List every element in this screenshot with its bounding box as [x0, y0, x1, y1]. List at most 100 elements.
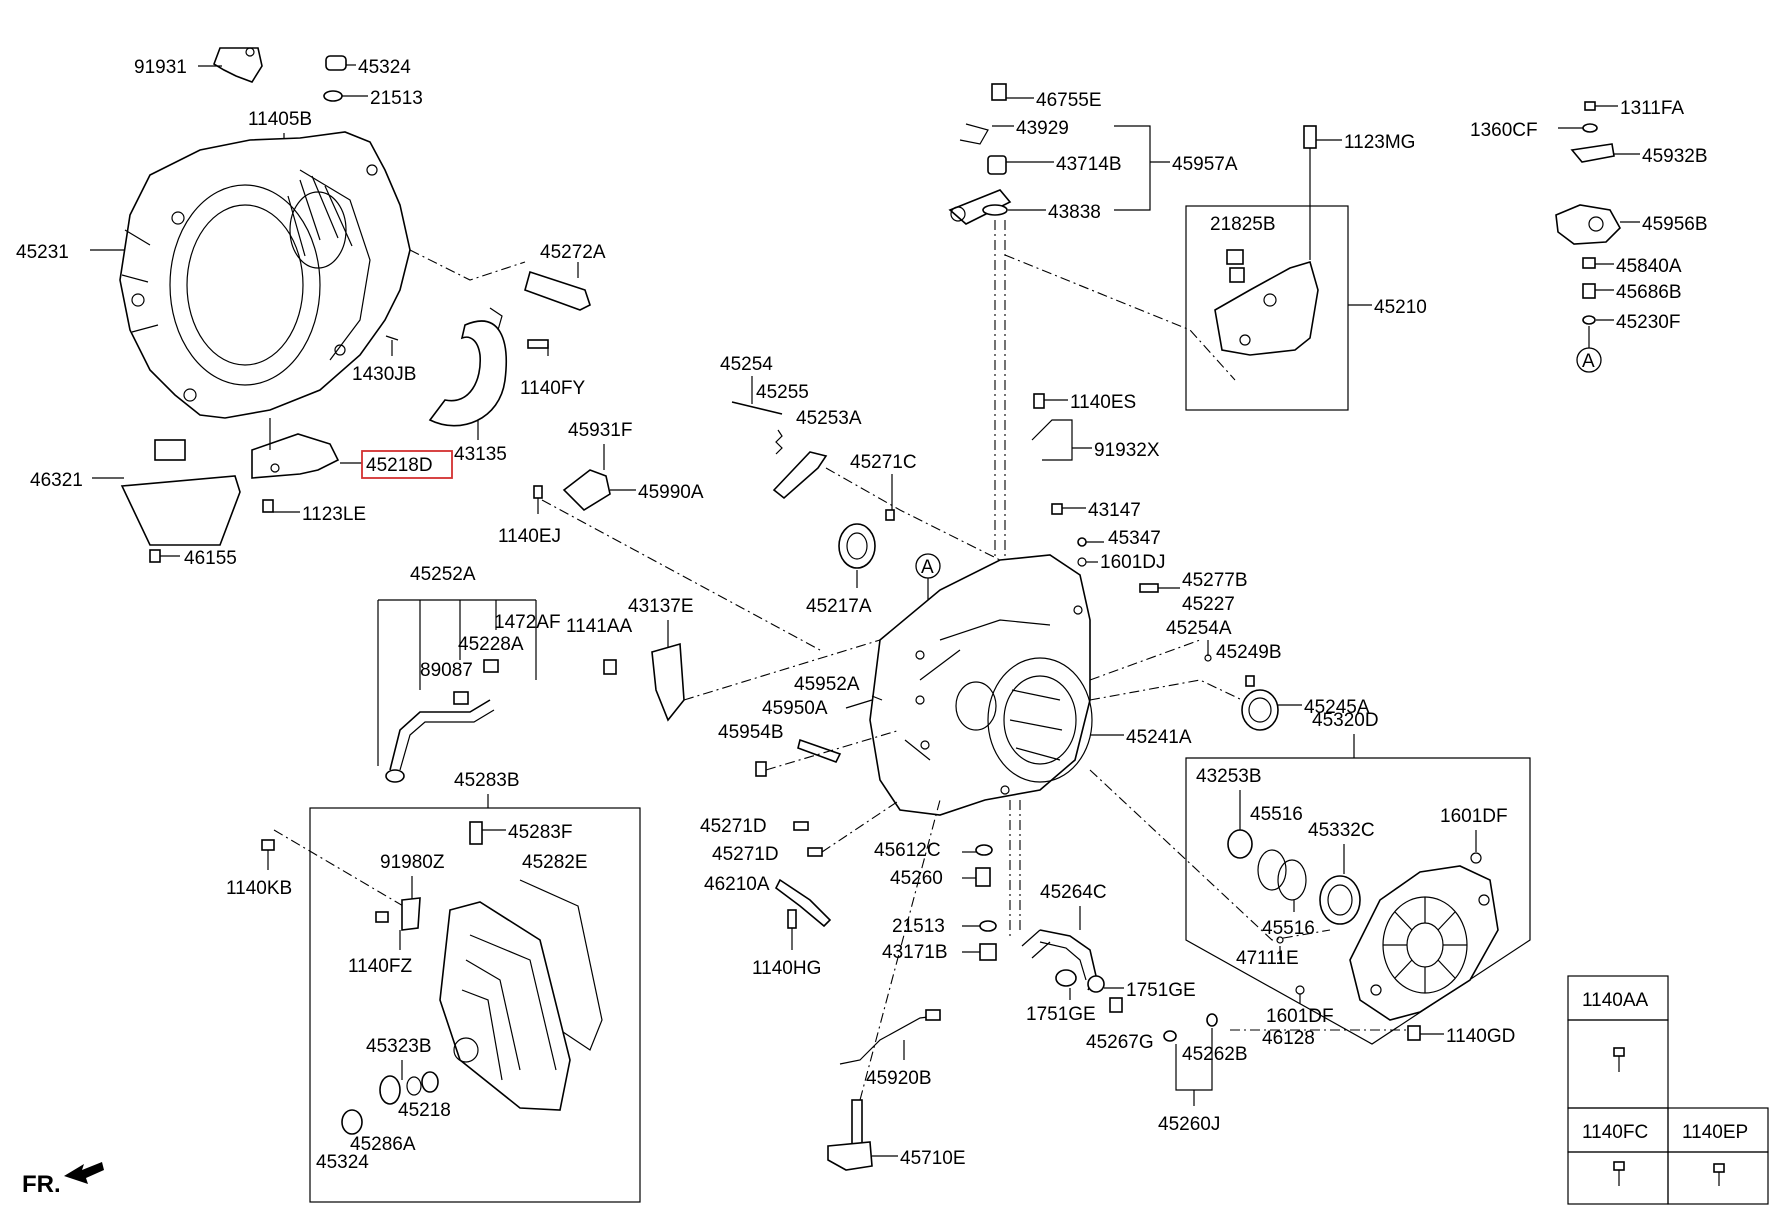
spring-43929-part[interactable]	[959, 123, 989, 145]
label-45241A[interactable]: 45241A	[1126, 727, 1192, 748]
label-45283F[interactable]: 45283F	[508, 822, 572, 843]
label-1601DF-a[interactable]: 1601DF	[1440, 806, 1508, 827]
label-45932B[interactable]: 45932B	[1642, 146, 1708, 167]
bolt-1123LE-part[interactable]	[262, 499, 274, 513]
bushing-21825B-part-a[interactable]	[1226, 249, 1244, 265]
label-45282E[interactable]: 45282E	[522, 852, 588, 873]
seal-45245A-part[interactable]	[1241, 689, 1279, 731]
label-43147[interactable]: 43147	[1088, 500, 1141, 521]
nut-45840A-part[interactable]	[1582, 257, 1596, 269]
label-1140KB[interactable]: 1140KB	[226, 878, 292, 899]
label-45245A[interactable]: 45245A	[1304, 697, 1370, 718]
bracket-91931-part[interactable]	[213, 47, 263, 83]
gasket-45282E-part[interactable]	[519, 879, 603, 1051]
label-45332C[interactable]: 45332C	[1308, 820, 1375, 841]
label-45218D[interactable]: 45218D	[366, 455, 433, 476]
shield-43135-part[interactable]	[428, 320, 507, 427]
bolt-1141AA-part[interactable]	[603, 659, 617, 675]
label-1140EJ[interactable]: 1140EJ	[498, 526, 561, 547]
plug-45249B-part[interactable]	[1245, 675, 1255, 687]
pin-45271C-part[interactable]	[885, 509, 895, 521]
label-45271C[interactable]: 45271C	[850, 452, 917, 473]
label-1140HG[interactable]: 1140HG	[752, 958, 821, 979]
nipple-45262B-b[interactable]	[1206, 1013, 1218, 1027]
label-1472AF[interactable]: 1472AF	[494, 612, 561, 633]
label-45254A[interactable]: 45254A	[1166, 618, 1232, 639]
plug-45324-part[interactable]	[325, 55, 347, 71]
label-1601DJ[interactable]: 1601DJ	[1100, 552, 1166, 573]
label-45218[interactable]: 45218	[398, 1100, 451, 1121]
label-45210[interactable]: 45210	[1374, 297, 1427, 318]
oring-45516-a-part[interactable]	[1257, 849, 1287, 891]
label-45271D-a[interactable]: 45271D	[700, 816, 767, 837]
label-45840A[interactable]: 45840A	[1616, 256, 1682, 277]
label-45956B[interactable]: 45956B	[1642, 214, 1708, 235]
label-45254[interactable]: 45254	[720, 354, 773, 375]
label-46755E[interactable]: 46755E	[1036, 90, 1102, 111]
label-45262B[interactable]: 45262B	[1182, 1044, 1248, 1065]
label-45324-bottom[interactable]: 45324	[316, 1152, 369, 1173]
bolt-1140KB-part[interactable]	[261, 839, 275, 851]
label-45516-a[interactable]: 45516	[1250, 804, 1303, 825]
label-45612C[interactable]: 45612C	[874, 840, 941, 861]
oring-45230F-part[interactable]	[1582, 315, 1596, 325]
bolt-1140ES-part[interactable]	[1033, 393, 1045, 409]
label-45277B[interactable]: 45277B	[1182, 570, 1248, 591]
bushing-43253B-part[interactable]	[1227, 829, 1253, 859]
label-1123MG[interactable]: 1123MG	[1344, 132, 1415, 153]
label-45217A[interactable]: 45217A	[806, 596, 872, 617]
label-1601DF-b[interactable]: 1601DF	[1266, 1006, 1334, 1027]
label-45271D-b[interactable]: 45271D	[712, 844, 779, 865]
label-1751GE-a[interactable]: 1751GE	[1126, 980, 1196, 1001]
bolt-1123MG-part[interactable]	[1303, 125, 1317, 149]
label-1360CF[interactable]: 1360CF	[1470, 120, 1538, 141]
label-1123LE[interactable]: 1123LE	[302, 504, 366, 525]
oring-45612C-part[interactable]	[975, 844, 993, 856]
label-45260[interactable]: 45260	[890, 868, 943, 889]
bolt-45954B-part[interactable]	[755, 761, 767, 777]
label-1140FZ[interactable]: 1140FZ	[348, 956, 412, 977]
bearing-45332C-part[interactable]	[1319, 875, 1361, 925]
table-cell-1140FC[interactable]	[1567, 1151, 1669, 1205]
plug-45267G-part[interactable]	[1109, 997, 1123, 1013]
label-43838[interactable]: 43838	[1048, 202, 1101, 223]
magnet-45323B-part[interactable]	[379, 1075, 401, 1105]
washer-43838-part[interactable]	[982, 204, 1008, 216]
label-45260J[interactable]: 45260J	[1158, 1114, 1220, 1135]
oring-1601DJ-part[interactable]	[1077, 557, 1087, 567]
nipple-45262B-a[interactable]	[1163, 1030, 1177, 1042]
label-45249B[interactable]: 45249B	[1216, 642, 1282, 663]
lever-45253A-part[interactable]	[772, 451, 828, 500]
rear-cover-part[interactable]	[1349, 865, 1499, 1021]
label-45324-top[interactable]: 45324	[358, 57, 411, 78]
label-43137E[interactable]: 43137E	[628, 596, 694, 617]
label-45950A[interactable]: 45950A	[762, 698, 828, 719]
label-45272A[interactable]: 45272A	[540, 242, 606, 263]
plate-45954B-part[interactable]	[797, 738, 842, 763]
label-45264C[interactable]: 45264C	[1040, 882, 1107, 903]
plug-45324-bottom-part[interactable]	[341, 1109, 363, 1135]
bolt-46155-part[interactable]	[149, 549, 161, 563]
bolt-1140HG-part[interactable]	[787, 909, 797, 929]
bracket-91932X-part[interactable]	[1031, 419, 1073, 461]
label-45931F[interactable]: 45931F	[568, 420, 632, 441]
shaft-45254-part[interactable]	[731, 401, 783, 415]
transaxle-case-45241A-part[interactable]	[869, 554, 1091, 816]
guide-43137E-part[interactable]	[651, 642, 685, 722]
label-1311FA[interactable]: 1311FA	[1620, 98, 1684, 119]
label-45323B[interactable]: 45323B	[366, 1036, 432, 1057]
bolt-1140GD-part[interactable]	[1407, 1025, 1421, 1041]
label-46128[interactable]: 46128	[1262, 1028, 1315, 1049]
label-46155[interactable]: 46155	[184, 548, 237, 569]
bolt-46755E-part[interactable]	[991, 83, 1007, 101]
bolt-43147-part[interactable]	[1051, 503, 1063, 515]
label-1140GD[interactable]: 1140GD	[1446, 1026, 1515, 1047]
baffle-45272A-part[interactable]	[524, 270, 591, 311]
clip-45228A-part[interactable]	[483, 659, 499, 673]
oring-45516-b-part[interactable]	[1277, 859, 1307, 901]
bolt-1140FY-part[interactable]	[527, 339, 549, 349]
label-45231[interactable]: 45231	[16, 242, 69, 263]
label-1751GE-b[interactable]: 1751GE	[1026, 1004, 1096, 1025]
table-cell-1140EP[interactable]	[1667, 1151, 1769, 1205]
washer-21513-bottom-part[interactable]	[979, 920, 997, 932]
